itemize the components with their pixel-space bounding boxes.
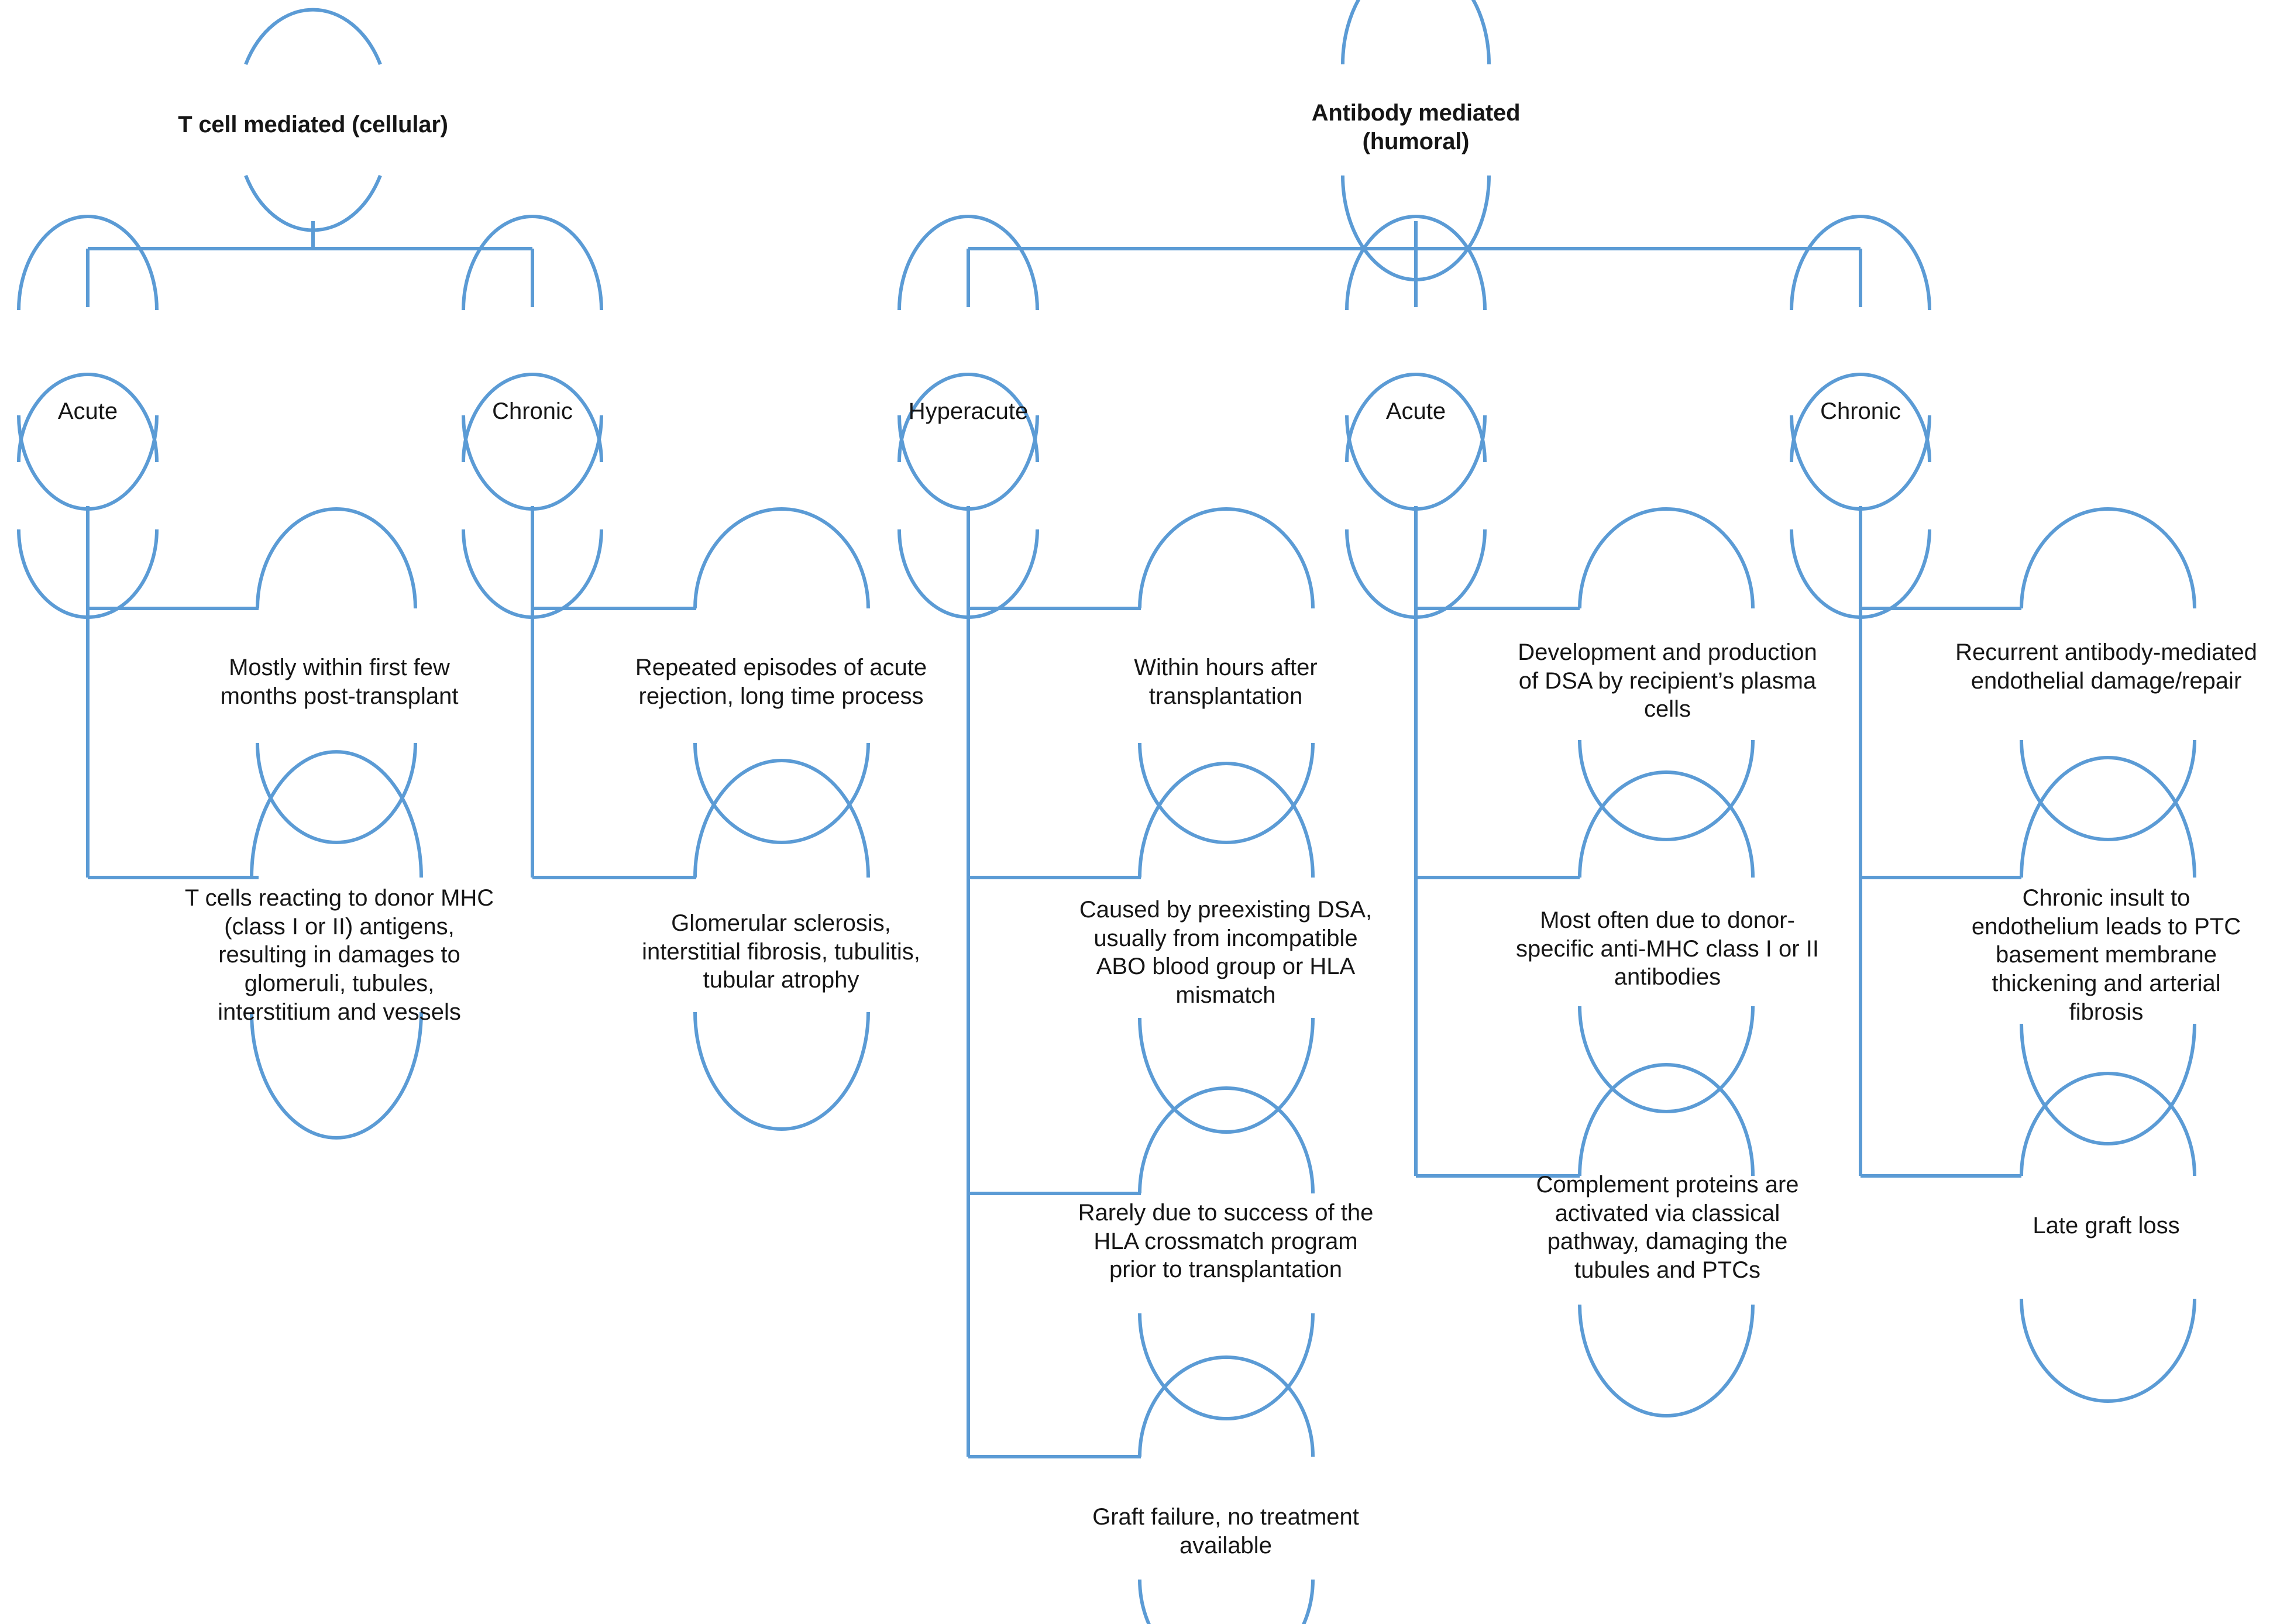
ellipse-arc-bottom xyxy=(1138,1017,1315,1134)
ellipse-arc-top xyxy=(2020,1072,2196,1176)
ellipse-arc-top xyxy=(244,8,382,66)
detail-text: Within hours after transplantation xyxy=(1134,654,1318,709)
node-t-cell-chronic[interactable]: Chronic xyxy=(456,369,608,454)
ellipse-arc-top xyxy=(462,373,603,463)
detail-ab-acute-2[interactable]: Most often due to donor- specific anti-M… xyxy=(1480,878,1855,1020)
detail-text: Most often due to donor- specific anti-M… xyxy=(1516,907,1819,990)
ellipse-arc-top xyxy=(693,759,870,878)
detail-text: Graft failure, no treatment available xyxy=(1092,1503,1359,1558)
ellipse-arc-top xyxy=(1790,215,1931,311)
ellipse-arc-top xyxy=(897,215,1039,311)
detail-ab-acute-1[interactable]: Development and production of DSA by rec… xyxy=(1480,610,1855,752)
ellipse-arc-bottom xyxy=(693,1011,870,1131)
node-antibody-acute[interactable]: Acute xyxy=(1340,369,1492,454)
detail-t-acute-1[interactable]: Mostly within first few months post-tran… xyxy=(176,625,503,739)
ellipse-arc-bottom xyxy=(1578,739,1755,841)
ellipse-arc-top xyxy=(17,373,159,463)
ellipse-arc-top xyxy=(1578,507,1755,609)
detail-ab-chronic-2[interactable]: Chronic insult to endothelium leads to P… xyxy=(1925,855,2280,1055)
node-label: T cell mediated (cellular) xyxy=(178,111,448,137)
ellipse-arc-top xyxy=(17,215,159,311)
ellipse-arc-top xyxy=(1138,507,1315,609)
node-t-cell-acute[interactable]: Acute xyxy=(12,369,164,454)
detail-ab-hyperacute-3[interactable]: Rarely due to success of the HLA crossma… xyxy=(1041,1170,1410,1313)
ellipse-arc-top xyxy=(1345,215,1487,311)
node-label: Chronic xyxy=(1820,398,1901,424)
ellipse-arc-top xyxy=(462,215,603,311)
detail-ab-acute-3[interactable]: Complement proteins are activated via cl… xyxy=(1483,1142,1852,1313)
detail-text: Chronic insult to endothelium leads to P… xyxy=(1971,885,2241,1025)
ellipse-arc-top xyxy=(1578,1063,1755,1176)
ellipse-arc-bottom xyxy=(2020,1298,2196,1403)
ellipse-arc-top xyxy=(1790,373,1931,463)
node-antibody-chronic[interactable]: Chronic xyxy=(1784,369,1937,454)
ellipse-arc-top xyxy=(1578,770,1755,878)
detail-ab-chronic-1[interactable]: Recurrent antibody-mediated endothelial … xyxy=(1919,610,2280,724)
detail-text: Recurrent antibody-mediated endothelial … xyxy=(1955,639,2257,694)
ellipse-arc-top xyxy=(1341,0,1491,65)
node-label: Acute xyxy=(1385,398,1446,424)
detail-text: Complement proteins are activated via cl… xyxy=(1536,1171,1799,1284)
node-antibody-hyperacute[interactable]: Hyperacute xyxy=(892,369,1044,454)
detail-t-chronic-1[interactable]: Repeated episodes of acute rejection, lo… xyxy=(603,625,960,739)
detail-text: T cells reacting to donor MHC (class I o… xyxy=(184,885,494,1025)
ellipse-arc-top xyxy=(1138,1086,1315,1194)
detail-text: Development and production of DSA by rec… xyxy=(1518,639,1817,722)
detail-ab-hyperacute-4[interactable]: Graft failure, no treatment available xyxy=(1047,1474,1404,1588)
ellipse-arc-top xyxy=(1138,1355,1315,1457)
ellipse-arc-top xyxy=(693,507,870,609)
node-antibody-mediated[interactable]: Antibody mediated (humoral) xyxy=(1252,70,1580,184)
ellipse-arc-bottom xyxy=(1578,1006,1755,1113)
ellipse-arc-top xyxy=(1345,373,1487,463)
detail-text: Late graft loss xyxy=(2033,1212,2180,1238)
ellipse-arc-bottom xyxy=(693,742,870,844)
detail-t-chronic-2[interactable]: Glomerular sclerosis, interstitial fibro… xyxy=(600,880,962,1023)
ellipse-arc-bottom xyxy=(250,1011,423,1140)
detail-text: Caused by preexisting DSA, usually from … xyxy=(1079,896,1373,1009)
node-label: Chronic xyxy=(492,398,573,424)
ellipse-arc-bottom xyxy=(1138,1313,1315,1420)
ellipse-arc-bottom xyxy=(256,742,417,844)
node-label: Antibody mediated (humoral) xyxy=(1311,99,1521,154)
ellipse-arc-top xyxy=(1138,762,1315,878)
detail-text: Mostly within first few months post-tran… xyxy=(220,654,459,709)
detail-text: Glomerular sclerosis, interstitial fibro… xyxy=(642,910,920,993)
ellipse-arc-top xyxy=(250,750,423,878)
node-t-cell-mediated[interactable]: T cell mediated (cellular) xyxy=(149,82,477,167)
ellipse-arc-bottom xyxy=(2020,1023,2196,1145)
detail-text: Rarely due to success of the HLA crossma… xyxy=(1078,1199,1374,1283)
detail-ab-hyperacute-1[interactable]: Within hours after transplantation xyxy=(1053,625,1398,739)
detail-t-acute-2[interactable]: T cells reacting to donor MHC (class I o… xyxy=(164,855,515,1055)
ellipse-arc-bottom xyxy=(1138,742,1315,844)
node-label: Acute xyxy=(57,398,118,424)
node-label: Hyperacute xyxy=(908,398,1029,424)
ellipse-arc-top xyxy=(2020,756,2196,878)
detail-text: Repeated episodes of acute rejection, lo… xyxy=(635,654,927,709)
ellipse-arc-bottom xyxy=(2020,739,2196,841)
ellipse-arc-top xyxy=(256,507,417,609)
detail-ab-chronic-3[interactable]: Late graft loss xyxy=(1925,1183,2280,1268)
ellipse-arc-bottom xyxy=(1578,1304,1755,1417)
detail-ab-hyperacute-2[interactable]: Caused by preexisting DSA, usually from … xyxy=(1041,867,1410,1038)
ellipse-arc-top xyxy=(2020,507,2196,609)
ellipse-arc-top xyxy=(897,373,1039,463)
